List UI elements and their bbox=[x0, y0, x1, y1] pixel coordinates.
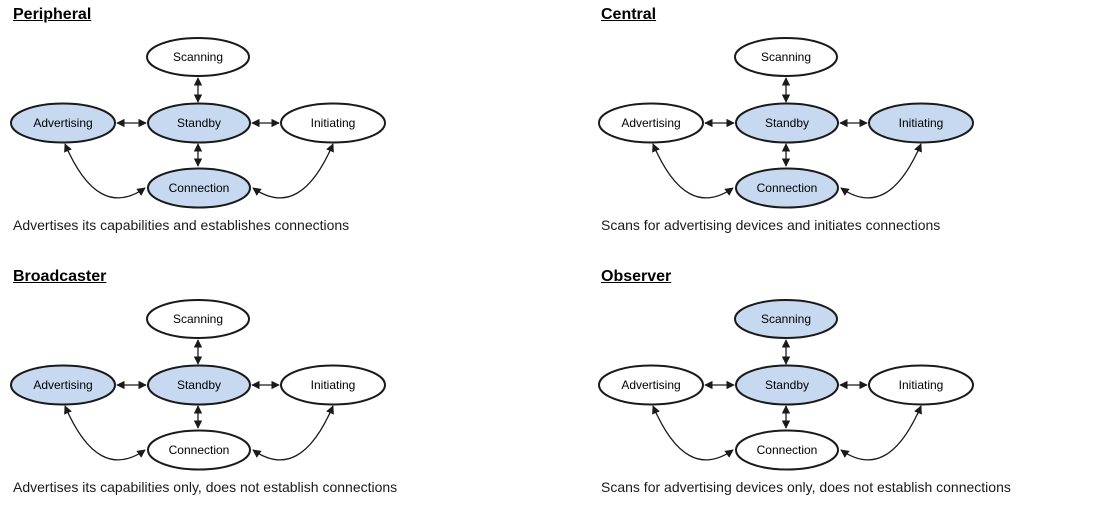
arrow-advertising-connection bbox=[64, 405, 146, 461]
role-caption-central: Scans for advertising devices and initia… bbox=[601, 217, 941, 233]
arrow-initiating-connection bbox=[840, 405, 922, 461]
role-title-observer: Observer bbox=[601, 268, 672, 285]
state-label-standby: Standby bbox=[765, 378, 809, 392]
role-caption-broadcaster: Advertises its capabilities only, does n… bbox=[13, 479, 398, 495]
state-label-initiating: Initiating bbox=[311, 378, 356, 392]
state-ellipse-standby bbox=[735, 102, 839, 144]
state-label-standby: Standby bbox=[177, 116, 221, 130]
arrow-initiating-connection bbox=[252, 143, 334, 199]
arrow-advertising-connection bbox=[64, 143, 146, 199]
role-title-central: Central bbox=[601, 6, 657, 23]
state-ellipse-initiating bbox=[868, 364, 974, 406]
state-ellipse-connection bbox=[147, 167, 251, 209]
arrow-initiating-connection bbox=[840, 143, 922, 199]
state-ellipse-scanning bbox=[734, 37, 838, 77]
state-label-connection: Connection bbox=[169, 181, 230, 195]
state-ellipse-connection bbox=[735, 429, 839, 471]
state-label-scanning: Scanning bbox=[761, 312, 811, 326]
state-ellipse-advertising bbox=[598, 102, 704, 144]
state-diagram-central: Scanning Advertising Standby Initiating … bbox=[598, 37, 974, 209]
diagram-observer: Observer Scanning Advertising Standby In… bbox=[588, 262, 1098, 506]
arrow-initiating-connection bbox=[252, 405, 334, 461]
state-label-advertising: Advertising bbox=[621, 378, 680, 392]
state-label-connection: Connection bbox=[757, 443, 818, 457]
state-ellipse-connection bbox=[735, 167, 839, 209]
state-ellipse-scanning bbox=[146, 299, 250, 339]
state-ellipse-initiating bbox=[280, 102, 386, 144]
state-ellipse-advertising bbox=[598, 364, 704, 406]
role-title-peripheral: Peripheral bbox=[13, 6, 92, 23]
diagram-central: Central Scanning Advertising Standby Ini… bbox=[588, 0, 1098, 250]
state-ellipse-initiating bbox=[280, 364, 386, 406]
diagram-broadcaster: Broadcaster Scanning Advertising Standby… bbox=[0, 262, 510, 506]
role-title-broadcaster: Broadcaster bbox=[13, 268, 107, 285]
state-ellipse-scanning bbox=[146, 37, 250, 77]
state-label-advertising: Advertising bbox=[33, 378, 92, 392]
state-ellipse-standby bbox=[735, 364, 839, 406]
role-caption-peripheral: Advertises its capabilities and establis… bbox=[13, 217, 350, 233]
diagram-peripheral: Peripheral Scanning Advertising Standby … bbox=[0, 0, 510, 250]
state-label-scanning: Scanning bbox=[173, 312, 223, 326]
state-ellipse-advertising bbox=[10, 102, 116, 144]
state-label-advertising: Advertising bbox=[33, 116, 92, 130]
state-label-advertising: Advertising bbox=[621, 116, 680, 130]
state-ellipse-advertising bbox=[10, 364, 116, 406]
state-diagram-observer: Scanning Advertising Standby Initiating … bbox=[598, 299, 974, 471]
state-ellipse-connection bbox=[147, 429, 251, 471]
state-label-standby: Standby bbox=[765, 116, 809, 130]
state-label-scanning: Scanning bbox=[761, 50, 811, 64]
state-ellipse-scanning bbox=[734, 299, 838, 339]
state-label-standby: Standby bbox=[177, 378, 221, 392]
state-ellipse-standby bbox=[147, 102, 251, 144]
arrow-advertising-connection bbox=[652, 405, 734, 461]
state-label-initiating: Initiating bbox=[899, 378, 944, 392]
state-diagram-peripheral: Scanning Advertising Standby Initiating … bbox=[10, 37, 386, 209]
state-label-scanning: Scanning bbox=[173, 50, 223, 64]
role-caption-observer: Scans for advertising devices only, does… bbox=[601, 479, 1011, 495]
state-label-connection: Connection bbox=[757, 181, 818, 195]
state-label-initiating: Initiating bbox=[899, 116, 944, 130]
state-ellipse-initiating bbox=[868, 102, 974, 144]
arrow-advertising-connection bbox=[652, 143, 734, 199]
state-label-connection: Connection bbox=[169, 443, 230, 457]
state-ellipse-standby bbox=[147, 364, 251, 406]
state-diagram-broadcaster: Scanning Advertising Standby Initiating … bbox=[10, 299, 386, 471]
state-label-initiating: Initiating bbox=[311, 116, 356, 130]
